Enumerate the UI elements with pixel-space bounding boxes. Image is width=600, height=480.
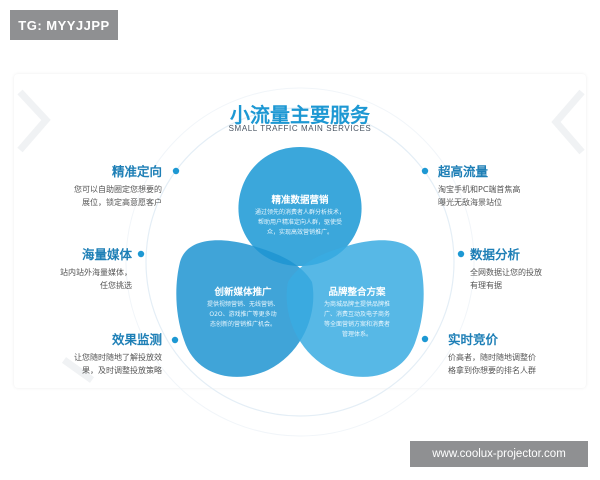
petal-top-title: 精准数据营销: [271, 195, 329, 206]
dot-left-3: [171, 336, 179, 344]
corner-watermark: [17, 89, 585, 383]
petal-left: [176, 240, 314, 377]
left-bottom-stroke: [61, 357, 95, 383]
feature-realtime-bidding: 实时竞价 价高者，随时随地调整价格拿到你想要的排名人群: [448, 332, 578, 377]
feature-desc: 让您随时随地了解投放效果，及时调整投放策略: [74, 353, 162, 375]
watermark-tag: TG: MYYJJPP: [10, 10, 118, 40]
petal-right-desc: 为商城品牌主提供品牌推广、消费互动及电子商务等全面营销方案和消费者管理体系。: [323, 301, 390, 338]
right-corner-stroke: [551, 89, 585, 155]
feature-title: 数据分析: [470, 247, 521, 262]
main-title: 小流量主要服务: [230, 103, 370, 127]
outer-ring-faint: [125, 87, 475, 437]
feature-precise-targeting: 精准定向 您可以自助圈定您想要的展位，锁定高意愿客户: [32, 164, 162, 209]
feature-massive-media: 海量媒体 站内站外海量媒体，任您挑选: [2, 247, 132, 292]
feature-title: 实时竞价: [448, 332, 499, 347]
dot-right-2: [457, 250, 465, 258]
outer-ring: [145, 107, 455, 417]
dot-left-2: [137, 250, 145, 258]
petal-left-title: 创新媒体推广: [214, 287, 272, 298]
petal-top: [238, 147, 362, 266]
feature-high-traffic: 超高流量 淘宝手机和PC端首焦高曝光无敌海景站位: [438, 164, 568, 209]
petal-right-title: 品牌整合方案: [328, 287, 386, 298]
feature-title: 精准定向: [111, 164, 162, 179]
feature-title: 效果监测: [111, 332, 162, 347]
feature-data-analysis: 数据分析 全网数据让您的投放有理有据: [470, 247, 600, 292]
feature-desc: 您可以自助圈定您想要的展位，锁定高意愿客户: [74, 185, 162, 207]
feature-effect-monitoring: 效果监测 让您随时随地了解投放效果，及时调整投放策略: [32, 332, 162, 377]
dot-right-3: [421, 335, 429, 343]
petal-left-desc: 提供视频营销、无线营销、O2O、游戏推广等更多动态创新的营销推广机会。: [206, 301, 279, 328]
feature-desc: 淘宝手机和PC端首焦高曝光无敌海景站位: [438, 185, 521, 207]
ring-dots: [137, 167, 465, 344]
dot-left-1: [172, 167, 180, 175]
feature-desc: 全网数据让您的投放有理有据: [470, 268, 542, 290]
left-corner-stroke: [17, 89, 51, 153]
dot-right-1: [421, 167, 429, 175]
feature-title: 海量媒体: [81, 247, 132, 262]
feature-title: 超高流量: [438, 164, 489, 179]
main-subtitle: SMALL TRAFFIC MAIN SERVICES: [228, 124, 372, 133]
site-url-tag: www.coolux-projector.com: [410, 441, 588, 467]
petal-top-desc: 通过领先的消费者人群分析技术，帮助用户精准定向人群，驱使受众，实现高效营销推广。: [254, 209, 345, 236]
petal-right: [286, 240, 424, 377]
feature-desc: 站内站外海量媒体，任您挑选: [60, 268, 132, 290]
feature-desc: 价高者，随时随地调整价格拿到你想要的排名人群: [448, 353, 536, 375]
